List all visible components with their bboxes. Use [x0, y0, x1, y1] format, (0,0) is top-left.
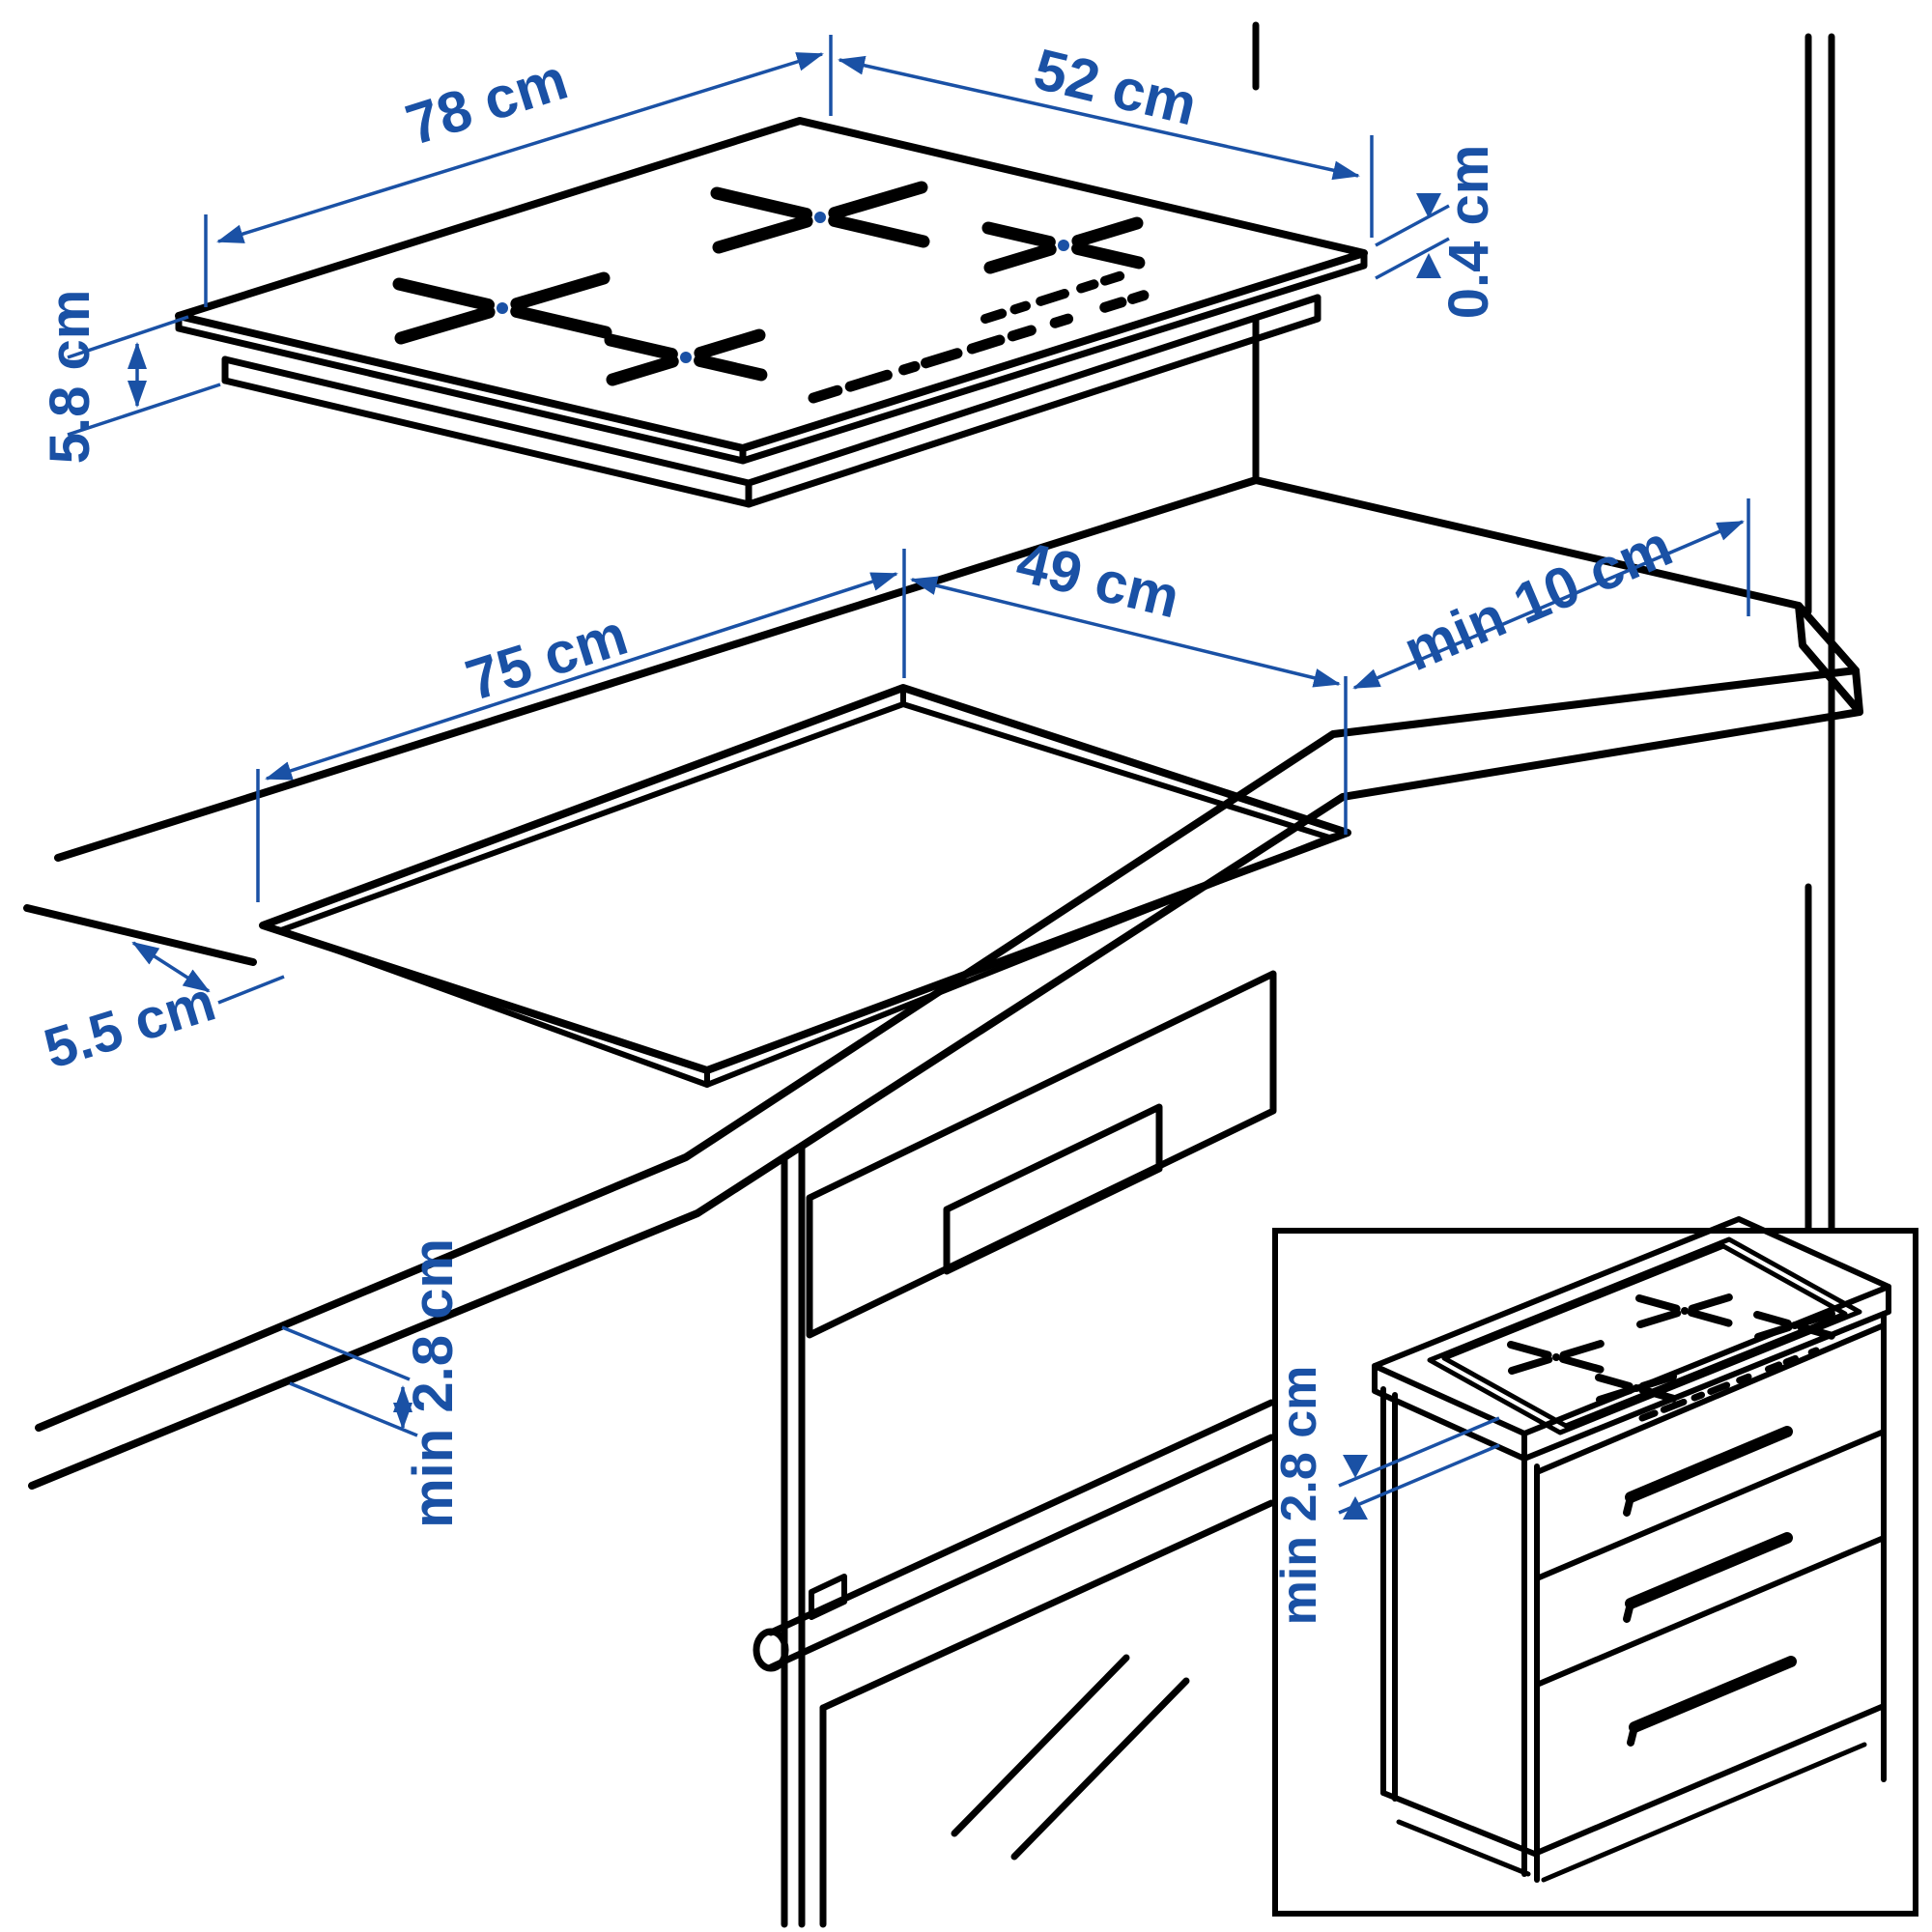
dimension-annotations [67, 35, 1750, 1437]
dim-cooktop-height: 5.8 cm [39, 290, 101, 465]
dim-wall-clearance: min 10 cm [1395, 513, 1681, 683]
worktop-cutout [259, 684, 1351, 1088]
inset-dimension [1338, 1416, 1500, 1520]
inset-dim-thickness-clearance: min 2.8 cm [1271, 1366, 1327, 1626]
oven-handle [753, 1399, 1275, 1672]
dim-cutout-length: 75 cm [459, 602, 635, 713]
inset-panel [1272, 1216, 1918, 1917]
oven-door [819, 1499, 1275, 1928]
built-in-oven [753, 970, 1277, 1928]
inset-worktop [1372, 1216, 1891, 1462]
drawer-handles [1623, 1426, 1797, 1747]
cooktop [175, 117, 1368, 508]
inset-cooktop [1427, 1236, 1862, 1435]
dim-thickness-clearance: min 2.8 cm [402, 1238, 465, 1528]
burner-markings [392, 181, 1146, 386]
touch-controls [808, 269, 1161, 404]
oven-display [943, 1103, 1163, 1275]
dim-glass-thickness: 0.4 cm [1437, 145, 1500, 320]
dim-front-distance: 5.5 cm [37, 970, 222, 1081]
dim-cutout-width: 49 cm [1010, 529, 1185, 631]
room-walls [1252, 21, 1835, 1233]
